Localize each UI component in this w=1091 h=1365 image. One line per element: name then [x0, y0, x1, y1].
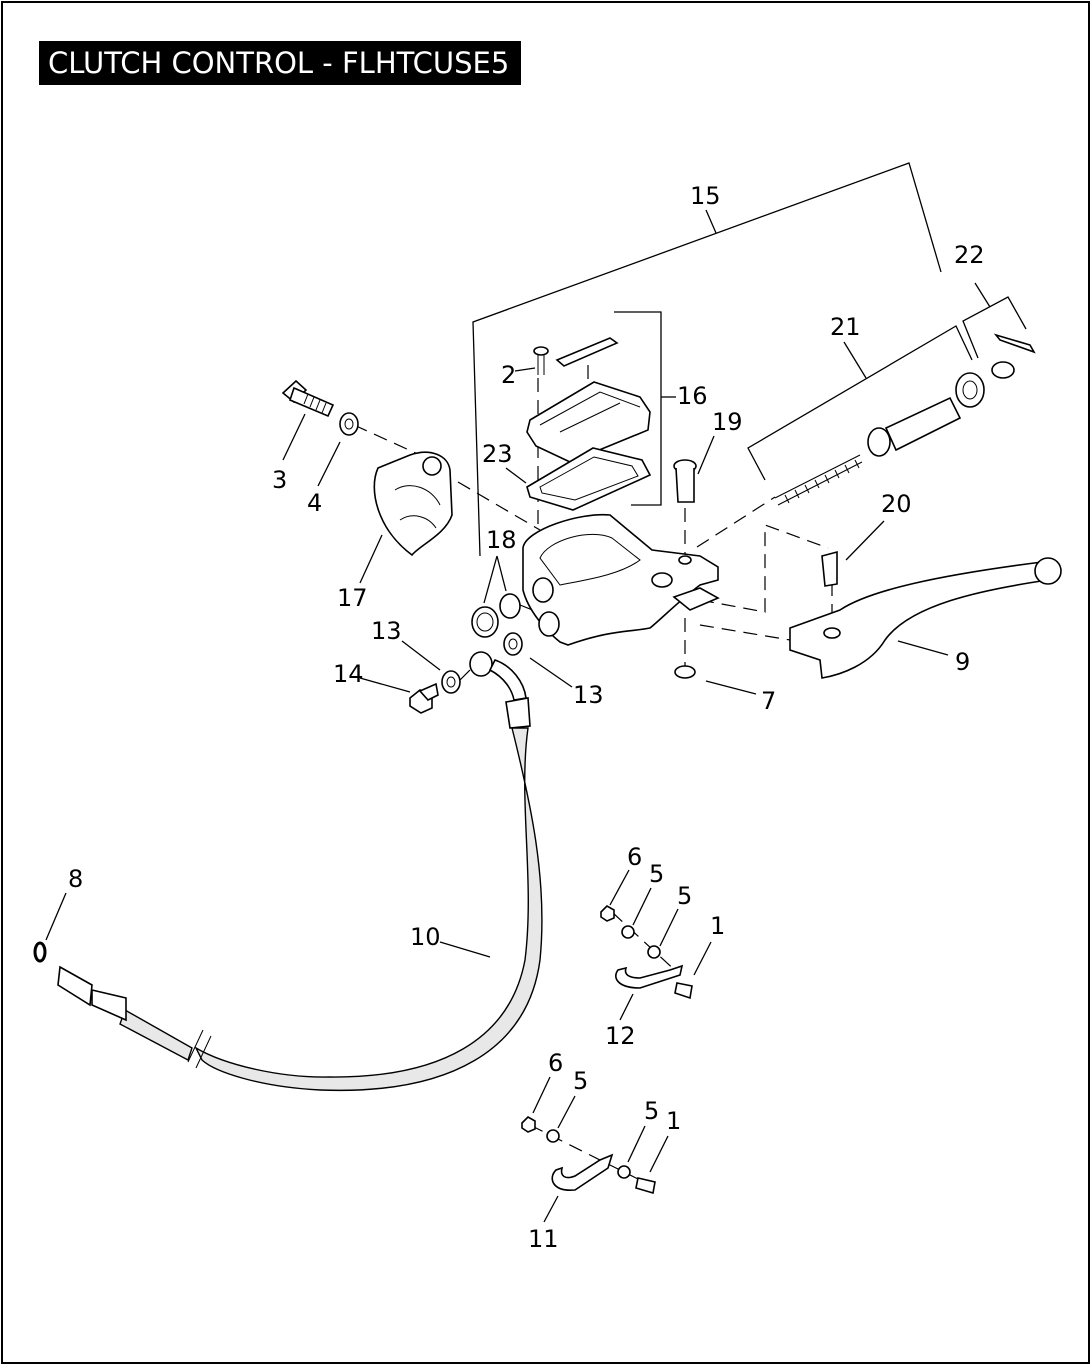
leader-lines [45, 367, 949, 1223]
washer-part-4 [339, 412, 359, 436]
upper-clip-hardware [600, 905, 693, 1000]
callout-22: 22 [954, 241, 985, 269]
banjo-bolt-part-14 [409, 682, 439, 714]
screw-part-2 [533, 346, 549, 375]
callout-2: 2 [501, 361, 516, 389]
callout-8: 8 [68, 865, 83, 893]
callout-6-lower: 6 [548, 1049, 563, 1077]
callout-21: 21 [830, 313, 861, 341]
washer-part-13-left [441, 670, 461, 694]
hose-part-10 [57, 651, 543, 1092]
callout-16: 16 [677, 382, 708, 410]
callout-18: 18 [486, 526, 517, 554]
cap-part-18 [471, 593, 521, 638]
cover-part-16 [526, 381, 651, 463]
pivot-part-20 [821, 550, 838, 587]
clamp-part-17 [373, 451, 453, 557]
callout-3: 3 [272, 466, 287, 494]
screw-part-3 [281, 379, 335, 418]
callout-5-upper-b: 5 [677, 882, 692, 910]
callout-10: 10 [410, 923, 441, 951]
callout-17: 17 [337, 584, 368, 612]
callout-20: 20 [881, 490, 912, 518]
diagram-title: CLUTCH CONTROL - FLHTCUSE5 [39, 41, 522, 85]
callout-13-left: 13 [371, 617, 402, 645]
o-ring-part-8 [33, 941, 47, 963]
pin-part-19 [673, 459, 697, 503]
clip-part-11 [551, 1153, 614, 1191]
lower-clip-hardware [521, 1116, 656, 1195]
callout-5-upper-a: 5 [649, 860, 664, 888]
callout-13-right: 13 [573, 681, 604, 709]
callout-6-upper: 6 [627, 843, 642, 871]
clip-part-7 [674, 665, 696, 679]
assembly-22-bracket [962, 282, 1027, 359]
retainer-part-22 [991, 333, 1036, 379]
callout-23: 23 [482, 440, 513, 468]
callout-numbers: 15 22 21 2 16 19 23 3 4 20 18 17 13 14 1… [68, 182, 985, 1253]
piston-assembly-part-21 [774, 372, 985, 506]
callout-19: 19 [712, 408, 743, 436]
callout-5-lower-b: 5 [644, 1097, 659, 1125]
callout-4: 4 [307, 489, 322, 517]
clip-part-12 [615, 964, 684, 989]
assembly-16-bracket [614, 311, 676, 506]
assembly-21-bracket [747, 325, 973, 481]
callout-15: 15 [690, 182, 721, 210]
callout-1-lower: 1 [666, 1107, 681, 1135]
callout-5-lower-a: 5 [573, 1067, 588, 1095]
callout-7: 7 [761, 687, 776, 715]
callout-9: 9 [955, 648, 970, 676]
washer-part-13-right [503, 632, 523, 656]
assembly-dashed-lines [353, 365, 833, 1181]
assembly-15-bracket [472, 162, 942, 557]
lever-part-9 [789, 557, 1062, 679]
label-plate [555, 337, 619, 367]
callout-11: 11 [528, 1225, 559, 1253]
callout-12: 12 [605, 1022, 636, 1050]
master-cylinder-body [522, 513, 720, 646]
callout-14: 14 [333, 660, 364, 688]
callout-1-upper: 1 [710, 912, 725, 940]
gasket-part-23 [526, 447, 652, 511]
